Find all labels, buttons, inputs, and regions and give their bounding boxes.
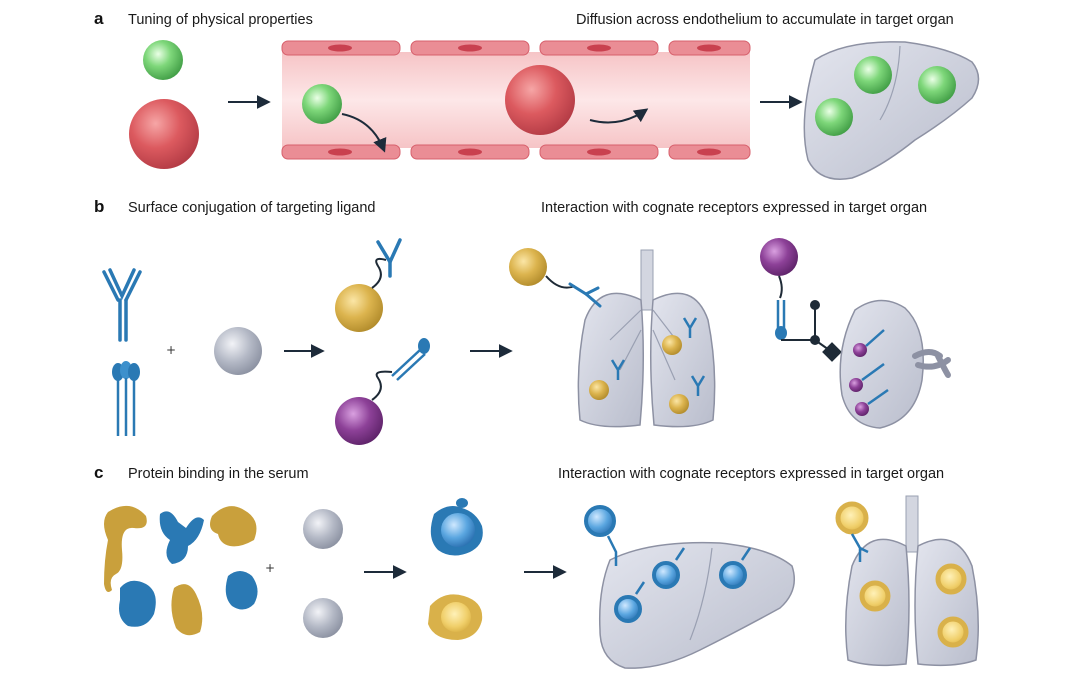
- receptor-ligand-icon: [112, 361, 140, 436]
- gold-nanoparticle-icon: [589, 380, 609, 400]
- liver-icon: [803, 41, 980, 180]
- panel-a-letter: a: [94, 9, 104, 28]
- purple-nanoparticle-icon: [760, 238, 798, 276]
- blood-vessel-icon: [281, 40, 751, 160]
- panel-c-letter: c: [94, 463, 103, 482]
- receptor-ligand-icon: [391, 338, 430, 381]
- panel-c-left-caption: Protein binding in the serum: [128, 466, 309, 482]
- arrow-icon: [341, 113, 387, 153]
- panel-a-left-caption: Tuning of physical properties: [128, 12, 313, 28]
- red-nanoparticle-icon: [505, 65, 575, 135]
- green-nanoparticle-icon: [918, 66, 956, 104]
- purple-nanoparticle-icon: [849, 378, 863, 392]
- antibody-icon: [610, 317, 706, 396]
- gold-nanoparticle-icon: [509, 248, 547, 286]
- lungs-icon: [577, 249, 716, 428]
- grey-nanoparticle-icon: [303, 509, 343, 549]
- plus-sign: +: [265, 561, 275, 575]
- receptor-ligand-icon: [775, 300, 787, 340]
- endothelial-cell-icon: [281, 40, 751, 160]
- linker-icon: [371, 257, 387, 289]
- panel-c: c Protein binding in the serum Interacti…: [94, 463, 979, 669]
- arrow-icon: [589, 108, 649, 124]
- green-nanoparticle-icon: [143, 40, 183, 80]
- panel-b-right-caption: Interaction with cognate receptors expre…: [541, 200, 927, 216]
- receptor-ligand-icon: [861, 329, 889, 406]
- receptor-complex-icon: [781, 300, 842, 362]
- antibody-icon: [102, 268, 142, 342]
- gold-corona-nanoparticle-icon: [835, 501, 969, 648]
- gold-nanoparticle-icon: [669, 394, 689, 414]
- grey-nanoparticle-icon: [303, 598, 343, 638]
- receptor-ligand-icon: [606, 535, 752, 595]
- green-nanoparticle-icon: [854, 56, 892, 94]
- purple-nanoparticle-icon: [855, 402, 869, 416]
- grey-nanoparticle-icon: [214, 327, 262, 375]
- gold-nanoparticle-icon: [335, 284, 383, 332]
- red-nanoparticle-icon: [129, 99, 199, 169]
- panel-c-right-caption: Interaction with cognate receptors expre…: [558, 466, 944, 482]
- antibody-icon: [568, 282, 602, 308]
- panel-a-right-caption: Diffusion across endothelium to accumula…: [576, 12, 954, 28]
- receptor-ligand-icon: [850, 533, 869, 562]
- panel-b-letter: b: [94, 197, 104, 216]
- plus-sign: +: [166, 343, 176, 357]
- blue-corona-nanoparticle-icon: [430, 498, 483, 556]
- linker-icon: [371, 370, 393, 401]
- purple-nanoparticle-icon: [335, 397, 383, 445]
- serum-protein-icon: [104, 505, 258, 636]
- panel-b: b Surface conjugation of targeting ligan…: [94, 197, 951, 445]
- antibody-icon: [376, 238, 402, 278]
- gold-corona-nanoparticle-icon: [428, 594, 483, 640]
- panel-a: a Tuning of physical properties Diffusio…: [94, 9, 980, 180]
- linker-icon: [778, 275, 783, 299]
- panel-b-left-caption: Surface conjugation of targeting ligand: [128, 200, 375, 216]
- gold-nanoparticle-icon: [662, 335, 682, 355]
- green-nanoparticle-icon: [815, 98, 853, 136]
- green-nanoparticle-icon: [302, 84, 342, 124]
- blue-corona-nanoparticle-icon: [584, 505, 747, 623]
- purple-nanoparticle-icon: [853, 343, 867, 357]
